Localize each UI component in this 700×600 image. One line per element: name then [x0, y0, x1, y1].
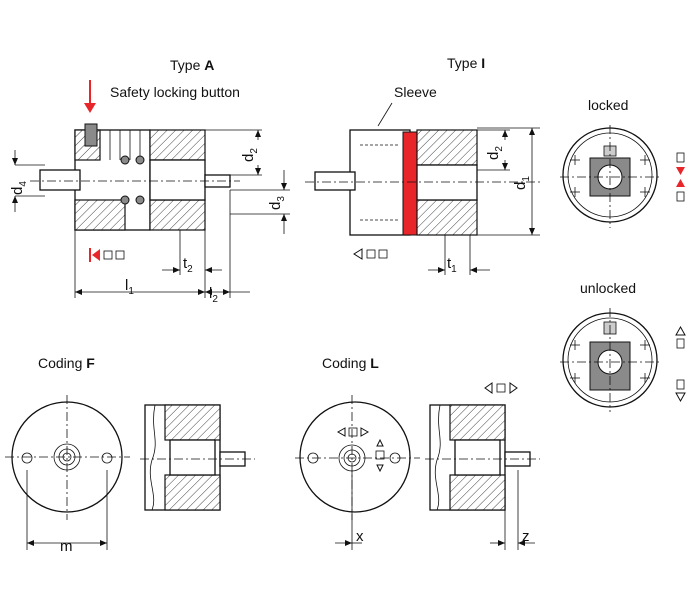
push-direction-icon	[353, 248, 388, 260]
dim-d2-type-a: d2	[240, 148, 260, 162]
sleeve-red	[402, 131, 418, 236]
locked-view: locked	[560, 97, 685, 228]
unlocked-indicator-icon	[675, 325, 686, 403]
type-i-flange-bottom	[416, 199, 478, 236]
dim-d1: d1	[512, 176, 532, 190]
type-a-section: Type A Safety locking button	[9, 57, 290, 305]
type-i-title: Type I	[447, 55, 485, 71]
push-direction-icon	[89, 248, 125, 262]
coding-f-title: Coding F	[38, 355, 95, 371]
type-i-section: Type I Sleeve d2 d1 t	[305, 55, 540, 275]
safety-button-icon	[84, 123, 98, 147]
locked-indicator-icon	[676, 152, 685, 202]
dim-d2-type-i: d2	[485, 146, 505, 160]
dim-x: x	[356, 528, 364, 545]
sleeve-label: Sleeve	[394, 84, 437, 100]
coding-l-top-arrows-icon	[484, 382, 518, 394]
dim-z: z	[522, 528, 530, 545]
dim-l1: l1	[125, 277, 134, 297]
unlocked-view: unlocked	[560, 280, 686, 412]
type-a-title: Type A	[170, 57, 214, 73]
coding-f-section: Coding F m	[5, 355, 255, 555]
red-arrow-down-icon	[84, 80, 96, 113]
coding-l-face	[299, 401, 411, 513]
dim-l2: l2	[209, 285, 218, 305]
coding-l-section: Coding L x	[295, 355, 540, 550]
dim-m: m	[60, 538, 73, 555]
unlocked-label: unlocked	[580, 280, 636, 296]
type-a-flange-top	[149, 129, 206, 161]
coding-l-title: Coding L	[322, 355, 379, 371]
type-i-input-shaft	[314, 171, 356, 191]
dim-t1: t1	[447, 255, 457, 275]
type-a-flange-bottom	[149, 199, 206, 231]
dim-t2: t2	[183, 255, 193, 275]
coding-l-arrows-icon	[336, 427, 385, 473]
locked-label: locked	[588, 97, 628, 113]
type-i-body-left	[349, 129, 411, 236]
dim-d3: d3	[267, 196, 287, 210]
type-a-input-shaft	[39, 169, 81, 191]
dim-d4: d4	[9, 181, 29, 195]
type-i-flange-top	[416, 129, 478, 166]
safety-locking-button-label: Safety locking button	[110, 84, 240, 100]
